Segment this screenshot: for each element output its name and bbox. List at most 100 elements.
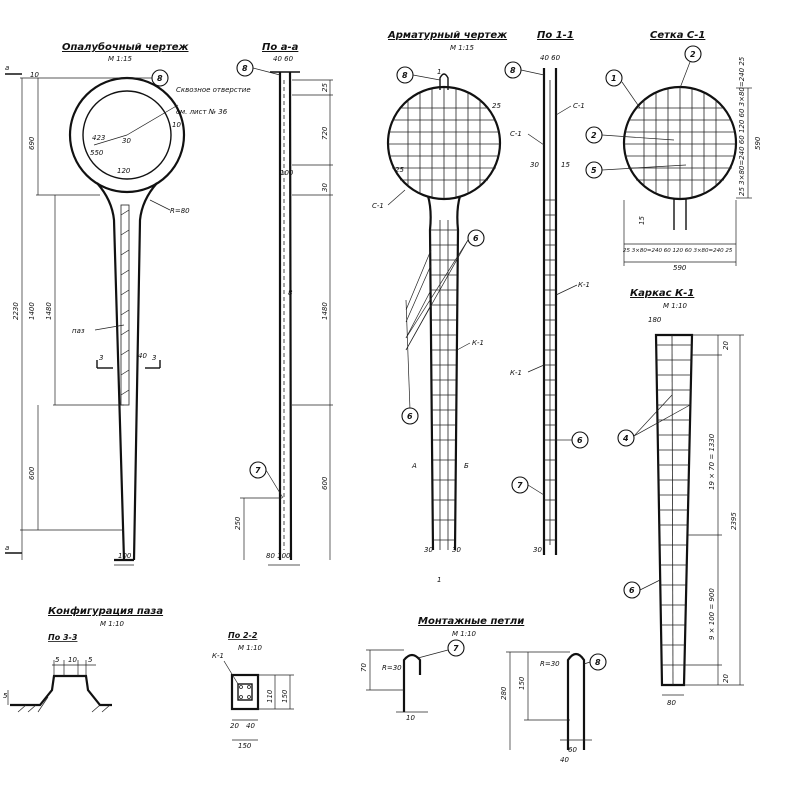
rf-leader-fan <box>405 239 469 411</box>
callout-2-mesh-top <box>684 45 702 63</box>
dim-1480: 1480 <box>45 302 53 320</box>
ring-inner <box>82 90 172 180</box>
dim-423: 423 <box>92 134 105 142</box>
loop-8-shape <box>566 652 586 750</box>
callout-6-rf-bot <box>401 407 419 425</box>
label-a: А <box>411 462 417 470</box>
groove-dim-5b: 5 <box>88 656 93 664</box>
dim-15-s11: 15 <box>561 161 570 169</box>
callout-8-rf-text: 8 <box>402 71 408 80</box>
reinforcement-view: Арматурный чертеж М 1:15 1 1 8 25 25 <box>372 30 508 584</box>
callout-1-text: 1 <box>611 74 617 83</box>
callout-6-s11-text: 6 <box>577 436 583 445</box>
dim-30-aa: 30 <box>321 183 329 192</box>
dim-40-stem: 40 <box>138 352 147 360</box>
callout-7-loop-text: 7 <box>453 644 459 653</box>
rf-stirrups <box>430 220 458 550</box>
embed-label: Сквозное отверстие <box>176 86 251 94</box>
mesh-dim-bottom: 25 3×80=240 60 120 60 3×80=240 25 <box>623 248 733 254</box>
callout-4-frame <box>617 429 635 447</box>
k1-label-s11: К-1 <box>578 281 590 289</box>
dim-25-rf: 25 <box>492 102 501 110</box>
callout-2-top-text: 2 <box>690 50 696 59</box>
dim-10-top: 10 <box>30 71 39 79</box>
loop-dim-150: 150 <box>518 676 526 690</box>
dim-30: 30 <box>122 137 131 145</box>
formwork-view: Опалубочный чертеж М 1:15 423 550 30 10 … <box>5 41 251 566</box>
loop-dim-60: 60 <box>568 746 577 754</box>
callout-7-s11-text: 7 <box>517 481 523 490</box>
reinforcement-title: Арматурный чертеж <box>387 30 508 41</box>
dim-1400: 1400 <box>28 302 36 320</box>
loop-dim-10: 10 <box>406 714 415 722</box>
callout-2-text: 2 <box>591 131 597 140</box>
s22-dim-40: 40 <box>246 722 255 730</box>
loop-dim-40: 40 <box>560 756 569 764</box>
loops-scale: М 1:10 <box>452 630 477 638</box>
groove-scale: М 1:10 <box>100 620 125 628</box>
callout-6-rf-top-text: 6 <box>473 234 479 243</box>
k1-label-s22: К-1 <box>212 652 224 660</box>
s22-dim-150: 150 <box>281 689 289 703</box>
dim-30-s11-bot: 30 <box>533 546 542 554</box>
loop-7-shape <box>402 653 422 712</box>
section-22-title: По 2-2 <box>228 631 258 640</box>
dim-690: 690 <box>28 136 36 150</box>
dim-100-base: 100 <box>118 552 132 560</box>
groove-strip <box>120 204 130 406</box>
loop-dim-r30: R=30 <box>382 664 402 672</box>
mesh-dim-240: 15 <box>638 216 646 225</box>
section-22-view: По 2-2 М 1:10 К-1 110 150 20 40 150 <box>212 631 294 750</box>
dim-600-aa: 600 <box>321 476 329 490</box>
section-aa-view: По а-а 40 60 8 25 720 30 1480 600 100 8 … <box>234 42 333 566</box>
mesh-title: Сетка С-1 <box>650 30 705 41</box>
r80-label: R=80 <box>170 207 190 215</box>
callout-8-aa-text: 8 <box>242 64 248 73</box>
dim-120: 120 <box>117 167 131 175</box>
sect1-bot-label: 1 <box>437 576 441 584</box>
dim-40-60-s11: 40 60 <box>540 54 561 62</box>
mesh-circle <box>622 85 738 201</box>
groove-dim-side: 5 <box>3 692 8 700</box>
mesh-grid <box>624 88 736 198</box>
reinforcement-scale: М 1:15 <box>450 44 475 52</box>
groove-title: Конфигурация паза <box>48 605 163 617</box>
dim-10-ring: 10 <box>172 121 181 129</box>
groove-hatch <box>17 696 111 713</box>
s22-dim-110: 110 <box>266 689 274 703</box>
s22-inner <box>237 683 253 701</box>
section-aa-title: По а-а <box>262 42 299 53</box>
dim-1480-aa: 1480 <box>321 302 329 320</box>
dim-40-60: 40 60 <box>273 55 294 63</box>
loop-dim-280: 280 <box>500 686 508 700</box>
callout-6-frame-text: 6 <box>629 586 635 595</box>
frame-dim-a: 19 × 70 = 1330 <box>708 433 716 490</box>
sect1-top-label: 1 <box>437 68 441 76</box>
mesh-view: Сетка С-1 1 2 2 5 590 25 3×80=240 6 <box>585 30 762 272</box>
sect3-left: 3 <box>99 354 103 362</box>
embed-ref: см. лист № 36 <box>176 108 228 116</box>
mesh-dim-h: 25 3×80=240 60 120 60 3×80=240 25 <box>738 56 746 196</box>
label-b: Б <box>464 462 469 470</box>
frame-dim-10-180-10: 180 <box>648 316 662 324</box>
dim-600: 600 <box>28 466 36 480</box>
section-11-title: По 1-1 <box>537 30 574 41</box>
loop-dim-70: 70 <box>360 663 368 672</box>
section-a-top: а <box>5 64 9 72</box>
groove-dim-5: 5 <box>55 656 60 664</box>
mesh-grid-rf <box>388 88 500 198</box>
frame-scale: М 1:10 <box>663 302 688 310</box>
callout-6-rf-top <box>467 229 485 247</box>
dim-30-rf-b: 30 <box>452 546 461 554</box>
dim-2230: 2230 <box>12 302 20 320</box>
dim-100-aa: 100 <box>280 169 294 177</box>
s1-label-rf: С-1 <box>372 202 384 210</box>
groove-view: Конфигурация паза М 1:10 По 3-3 5 10 5 5 <box>3 605 163 713</box>
frame-view: Каркас К-1 М 1:10 180 80 4 6 <box>617 288 744 707</box>
frame-dim-total: 2395 <box>730 512 738 530</box>
callout-8-s11-text: 8 <box>510 66 516 75</box>
s11-outline <box>542 68 558 555</box>
s22-dim-150b: 150 <box>238 742 252 750</box>
k1-label-rf: К-1 <box>472 339 484 347</box>
